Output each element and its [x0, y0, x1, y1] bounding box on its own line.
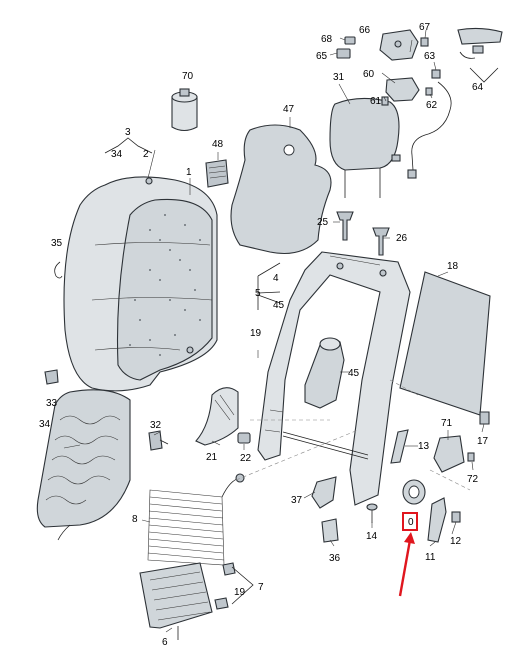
part-12-cap[interactable] — [451, 511, 461, 523]
part-48-block[interactable] — [205, 159, 229, 188]
callout-5: 5 — [255, 288, 261, 299]
highlight-arrow — [398, 539, 412, 597]
arrow-head-icon — [404, 532, 415, 544]
highlight-marker — [398, 512, 418, 597]
part-19-clip-bottom[interactable] — [214, 562, 236, 610]
part-33-clip[interactable] — [44, 369, 59, 385]
callout-37: 37 — [291, 495, 303, 506]
callout-14: 14 — [366, 531, 378, 542]
callout-25: 25 — [317, 217, 329, 228]
callout-26: 26 — [396, 233, 408, 244]
callout-17: 17 — [477, 436, 489, 447]
callout-67: 67 — [419, 22, 431, 33]
callout-0: 0 — [408, 517, 414, 528]
callout-48: 48 — [212, 139, 224, 150]
part-14-bolt[interactable] — [366, 503, 378, 523]
part-11-lever[interactable] — [427, 497, 447, 543]
callout-64: 64 — [472, 82, 484, 93]
callout-66: 66 — [359, 25, 371, 36]
part-8-wire-grid[interactable] — [147, 473, 245, 566]
part-31-headrest[interactable] — [329, 97, 400, 198]
part-13-strip[interactable] — [390, 429, 409, 464]
part-17-clip[interactable] — [479, 411, 490, 425]
part-64-clip-set[interactable] — [457, 27, 503, 59]
callout-47: 47 — [283, 104, 295, 115]
part-22-plug[interactable] — [237, 432, 251, 444]
part-21-side-cover[interactable] — [195, 387, 239, 446]
callout-22: 22 — [240, 453, 252, 464]
part-37-cover[interactable] — [311, 476, 337, 509]
part-60-bracket[interactable] — [385, 77, 420, 102]
cross-bar — [282, 431, 369, 460]
callout-65: 65 — [316, 51, 328, 62]
part-0-wheel[interactable] — [402, 479, 426, 505]
part-68-clip[interactable] — [344, 36, 356, 45]
part-66-bracket[interactable] — [379, 29, 419, 61]
callout-61: 61 — [370, 96, 382, 107]
callout-68: 68 — [321, 34, 333, 45]
part-71-recliner[interactable] — [433, 435, 465, 473]
callout-13: 13 — [418, 441, 430, 452]
callout-35: 35 — [51, 238, 63, 249]
part-72-screw[interactable] — [467, 452, 475, 462]
highlight-box — [402, 512, 418, 531]
callout-11: 11 — [425, 552, 436, 563]
part-61-screw[interactable] — [381, 96, 389, 106]
part-65-clip[interactable] — [336, 48, 351, 59]
part-26-guide[interactable] — [372, 227, 390, 256]
part-6-base-plate[interactable] — [139, 562, 213, 640]
callout-7: 7 — [258, 582, 264, 593]
callout-62: 62 — [426, 100, 438, 111]
callout-labels: 70 3 34 2 48 1 35 33 34 32 21 22 19 8 6 … — [39, 22, 489, 648]
callout-6: 6 — [162, 637, 168, 648]
callout-45-motor: 45 — [348, 368, 360, 379]
part-32-bracket[interactable] — [148, 430, 169, 451]
callout-3: 3 — [125, 127, 131, 138]
part-35-hook[interactable] — [54, 261, 63, 279]
callout-31: 31 — [333, 72, 345, 83]
part-4-backrest-frame[interactable] — [257, 251, 411, 506]
callout-60: 60 — [363, 69, 375, 80]
callout-34-bottom: 34 — [39, 419, 51, 430]
part-34-seat-pad[interactable] — [36, 389, 131, 541]
callout-33: 33 — [46, 398, 58, 409]
callout-72: 72 — [467, 474, 479, 485]
callout-63: 63 — [424, 51, 436, 62]
part-1-backrest-cushion[interactable] — [63, 176, 218, 392]
callout-12: 12 — [450, 536, 462, 547]
callout-32: 32 — [150, 420, 162, 431]
callout-36: 36 — [329, 553, 341, 564]
part-25-guide[interactable] — [336, 211, 354, 241]
part-67-screw[interactable] — [420, 37, 429, 47]
part-36-cover[interactable] — [321, 518, 339, 543]
callout-8: 8 — [132, 514, 138, 525]
callout-45-left: 45 — [273, 300, 285, 311]
part-45-motor[interactable] — [304, 337, 345, 409]
guide-lines — [235, 379, 471, 491]
callout-71: 71 — [441, 418, 453, 429]
callout-4: 4 — [273, 273, 279, 284]
part-18-back-panel[interactable] — [399, 271, 491, 416]
callout-21: 21 — [206, 452, 218, 463]
part-47-lumbar-pad[interactable] — [230, 124, 332, 255]
callout-1: 1 — [186, 167, 192, 178]
part-70-cylinder[interactable] — [171, 88, 198, 132]
callout-18: 18 — [447, 261, 459, 272]
part-62-screw[interactable] — [425, 87, 433, 96]
callout-19-bottom: 19 — [234, 587, 246, 598]
callout-brackets — [104, 67, 499, 605]
callout-19-left: 19 — [250, 328, 262, 339]
callout-70: 70 — [182, 71, 194, 82]
callout-34-top: 34 — [111, 149, 123, 160]
leader-lines — [63, 29, 485, 633]
callout-2: 2 — [143, 149, 149, 160]
